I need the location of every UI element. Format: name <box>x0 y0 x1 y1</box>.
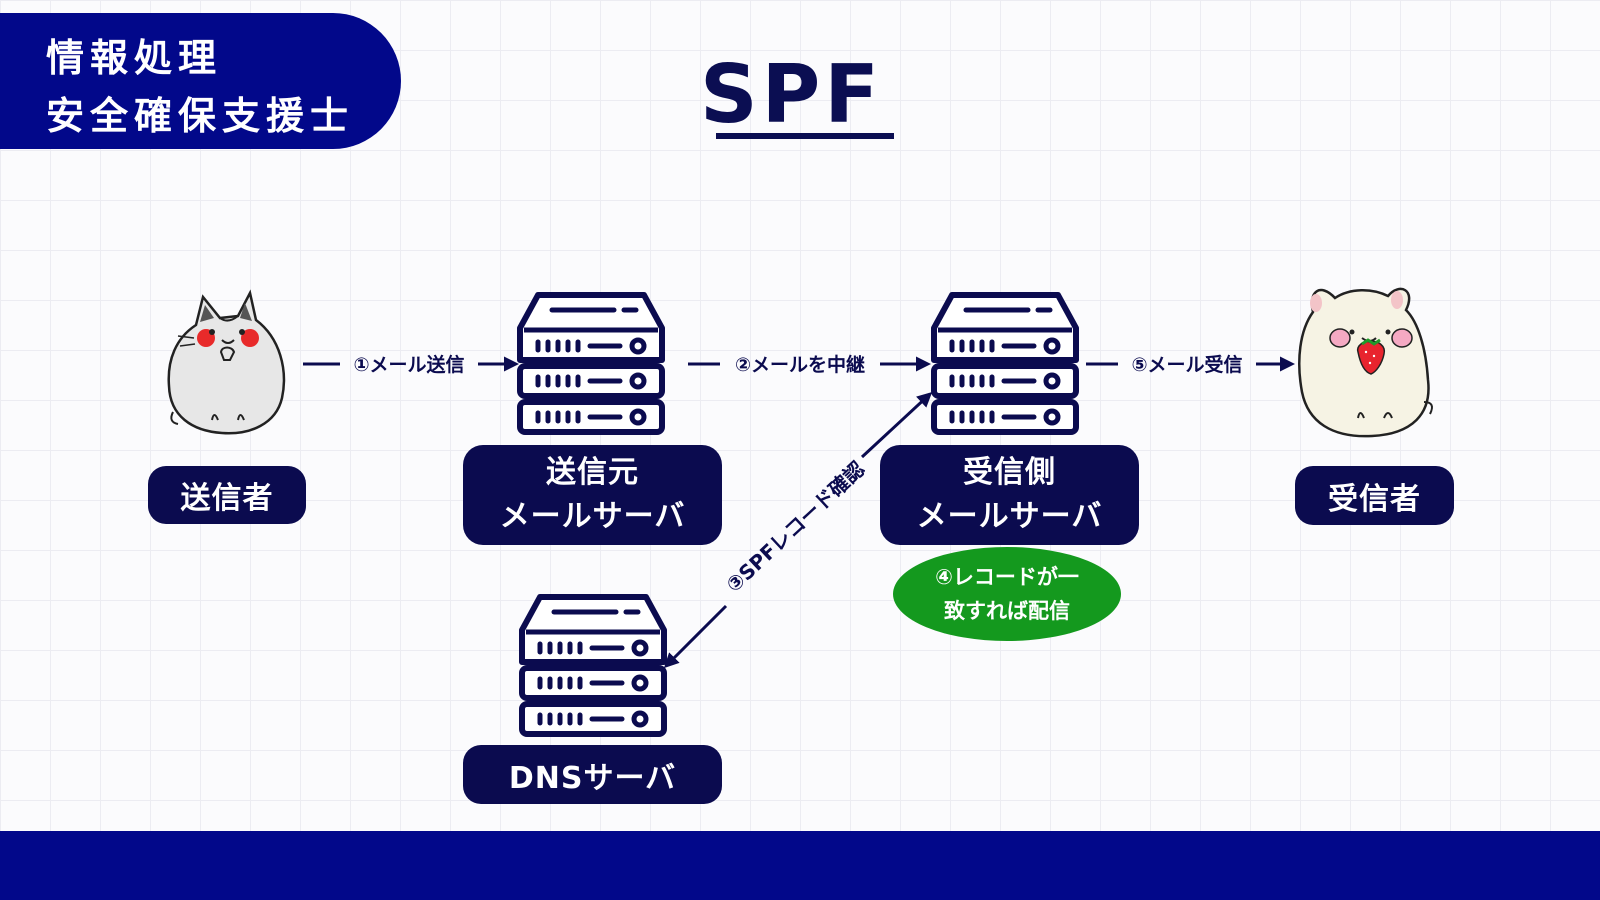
arrow-3-down <box>663 604 728 669</box>
hamster-illustration <box>1298 287 1433 438</box>
step-5-label: ⑤メール受信 <box>1131 353 1242 376</box>
receiving-server-label-line-1: 受信側 <box>963 455 1056 490</box>
step-4-note: ④レコードが一 致すれば配信 <box>893 547 1121 641</box>
dns-server-label: DNSサーバ <box>463 745 722 804</box>
cat-illustration <box>167 289 286 435</box>
receiving-server-label-line-2: メールサーバ <box>916 499 1103 534</box>
category-badge: 情報処理 安全確保支援士 <box>0 13 401 149</box>
arrow-3-up <box>860 391 933 459</box>
sending-server-label-line-1: 送信元 <box>546 455 639 490</box>
category-line-1: 情報処理 <box>46 36 223 80</box>
receiving-server-icon <box>934 295 1076 432</box>
dns-server-icon <box>522 597 664 734</box>
step-4-line-2: 致すれば配信 <box>944 599 1070 623</box>
step-4-line-1: ④レコードが一 <box>935 565 1079 589</box>
recipient-label: 受信者 <box>1295 466 1454 525</box>
sending-server-label: 送信元 メールサーバ <box>463 445 722 545</box>
sender-label: 送信者 <box>148 466 306 524</box>
step-1-label: ①メール送信 <box>353 353 464 376</box>
title-underline <box>716 133 894 139</box>
sending-server-icon <box>520 295 662 432</box>
page-title: SPF <box>700 48 883 141</box>
footer-bar <box>0 831 1600 900</box>
sending-server-label-line-2: メールサーバ <box>499 499 686 534</box>
category-line-2: 安全確保支援士 <box>46 94 355 138</box>
receiving-server-label: 受信側 メールサーバ <box>880 445 1139 545</box>
step-2-label: ②メールを中継 <box>735 353 865 376</box>
step-3-label: ③SPFレコード確認 <box>721 457 869 597</box>
